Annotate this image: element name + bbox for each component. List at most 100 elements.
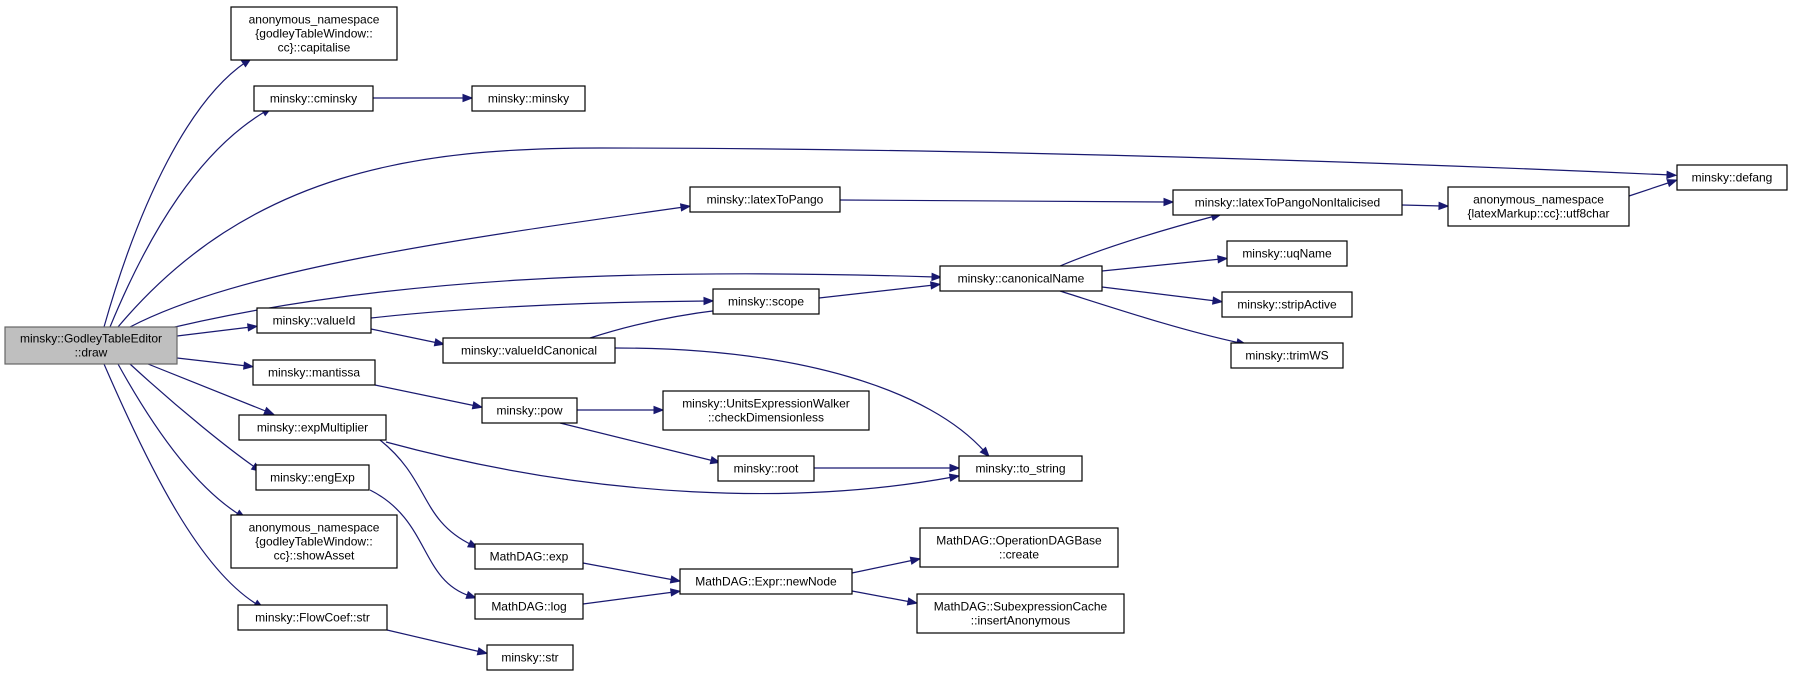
edge-arrowhead (979, 446, 990, 458)
edge-line (117, 147, 1671, 328)
edge-line (851, 559, 915, 574)
edge-line (385, 441, 954, 495)
edge-line (374, 384, 477, 407)
node-expMultiplier[interactable]: minsky::expMultiplier (238, 414, 387, 441)
edge-draw-to-capitalise (103, 57, 253, 328)
edge-arrowhead (1217, 255, 1229, 264)
node-utf8char[interactable]: anonymous_namespace{latexMarkup::cc}::ut… (1447, 186, 1630, 227)
edge-arrowhead (669, 575, 682, 584)
node-box (230, 514, 398, 569)
edge-engExp-to-log (369, 489, 478, 599)
edge-arrowhead (243, 361, 255, 370)
node-box (1447, 186, 1630, 227)
node-label-line: minsky::valueId (273, 314, 356, 328)
node-valueId[interactable]: minsky::valueId (256, 307, 372, 334)
node-capitalise[interactable]: anonymous_namespace{godleyTableWindow::c… (230, 6, 398, 61)
node-box (238, 414, 387, 441)
edge-root-to-to_string (814, 463, 961, 473)
node-label-line: {godleyTableWindow:: (255, 27, 372, 41)
node-create[interactable]: MathDAG::OperationDAGBase::create (919, 527, 1119, 568)
edge-latexToPango-to-latexToPangoNonItalicised (839, 197, 1175, 207)
node-canonicalName[interactable]: minsky::canonicalName (939, 265, 1103, 292)
call-edges (103, 57, 1679, 656)
node-FlowCoefStr[interactable]: minsky::FlowCoef::str (237, 604, 388, 631)
edge-line (614, 347, 986, 453)
node-label-line: minsky::to_string (975, 462, 1065, 476)
node-label-line: cc}::showAsset (274, 549, 355, 563)
node-minsky[interactable]: minsky::minsky (471, 85, 586, 112)
node-insertAnonymous[interactable]: MathDAG::SubexpressionCache::insertAnony… (916, 593, 1125, 634)
edge-line (818, 284, 935, 299)
node-label-line: ::create (999, 548, 1039, 562)
node-label-line: minsky::mantissa (268, 366, 360, 380)
edge-line (1059, 215, 1216, 267)
node-pow[interactable]: minsky::pow (481, 397, 578, 424)
edge-latexToPangoNonItalicised-to-utf8char (1401, 201, 1450, 211)
edge-arrowhead (669, 588, 682, 597)
edge-line (589, 309, 721, 339)
edge-line (582, 591, 675, 605)
edge-valueIdCanonical-to-scope (589, 306, 728, 339)
edge-arrowhead (263, 406, 275, 415)
node-label-line: minsky::pow (496, 404, 562, 418)
node-newNode[interactable]: MathDAG::Expr::newNode (679, 568, 853, 595)
edge-arrowhead (679, 203, 692, 212)
node-mantissa[interactable]: minsky::mantissa (252, 359, 376, 386)
node-showAsset[interactable]: anonymous_namespace{godleyTableWindow::c… (230, 514, 398, 569)
node-label-line: cc}::capitalise (278, 41, 351, 55)
edge-draw-to-canonicalName (149, 272, 943, 334)
edge-FlowCoefStr-to-str (386, 629, 489, 656)
node-log[interactable]: MathDAG::log (474, 593, 584, 620)
node-stripActive[interactable]: minsky::stripActive (1221, 291, 1353, 318)
node-box (481, 397, 578, 424)
edge-arrowhead (931, 272, 943, 282)
node-label-line: minsky::minsky (488, 92, 569, 106)
edge-draw-to-latexToPango (129, 203, 692, 328)
node-root[interactable]: minsky::root (717, 455, 815, 482)
edge-utf8char-to-defang (1628, 179, 1679, 197)
edge-line (103, 363, 259, 606)
node-uqName[interactable]: minsky::uqName (1226, 240, 1348, 267)
edge-arrowhead (909, 556, 922, 565)
node-label-line: MathDAG::OperationDAGBase (936, 534, 1102, 548)
node-cminsky[interactable]: minsky::cminsky (253, 85, 374, 112)
node-to_string[interactable]: minsky::to_string (958, 455, 1083, 482)
node-valueIdCanonical[interactable]: minsky::valueIdCanonical (442, 337, 616, 364)
node-latexToPango[interactable]: minsky::latexToPango (689, 186, 841, 213)
node-label-line: minsky::latexToPangoNonItalicised (1195, 196, 1380, 210)
node-box (4, 326, 178, 365)
edge-draw-to-valueId (176, 323, 259, 337)
node-defang[interactable]: minsky::defang (1676, 164, 1788, 191)
edge-arrowhead (1666, 179, 1679, 188)
edge-valueId-to-valueIdCanonical (370, 328, 446, 347)
node-label-line: {latexMarkup::cc}::utf8char (1467, 207, 1609, 221)
node-checkDimensionless[interactable]: minsky::UnitsExpressionWalker::checkDime… (662, 390, 870, 431)
edge-arrowhead (1163, 197, 1175, 207)
node-label-line: MathDAG::SubexpressionCache (934, 600, 1108, 614)
edge-arrowhead (465, 590, 478, 599)
node-draw[interactable]: minsky::GodleyTableEditor::draw (4, 326, 178, 365)
node-label-line: MathDAG::log (491, 600, 566, 614)
node-box (1230, 342, 1344, 369)
edge-arrowhead (948, 473, 961, 482)
node-scope[interactable]: minsky::scope (712, 288, 820, 315)
node-label-line: minsky::engExp (270, 471, 355, 485)
node-label-line: minsky::valueIdCanonical (461, 344, 597, 358)
node-box (916, 593, 1125, 634)
node-label-line: ::checkDimensionless (708, 411, 824, 425)
edge-arrowhead (247, 323, 259, 332)
edge-draw-to-defang (117, 147, 1678, 328)
edge-line (147, 363, 269, 413)
node-box (939, 265, 1103, 292)
edge-arrowhead (703, 296, 715, 306)
node-latexToPangoNonItalicised[interactable]: minsky::latexToPangoNonItalicised (1172, 189, 1403, 216)
node-box (237, 604, 388, 631)
node-label-line: minsky::latexToPango (707, 193, 824, 207)
node-label-line: minsky::trimWS (1245, 349, 1328, 363)
node-trimWS[interactable]: minsky::trimWS (1230, 342, 1344, 369)
edge-arrowhead (1212, 296, 1224, 305)
edge-canonicalName-to-uqName (1101, 255, 1229, 272)
node-exp[interactable]: MathDAG::exp (474, 543, 584, 570)
node-engExp[interactable]: minsky::engExp (255, 464, 370, 491)
node-str[interactable]: minsky::str (486, 644, 574, 671)
